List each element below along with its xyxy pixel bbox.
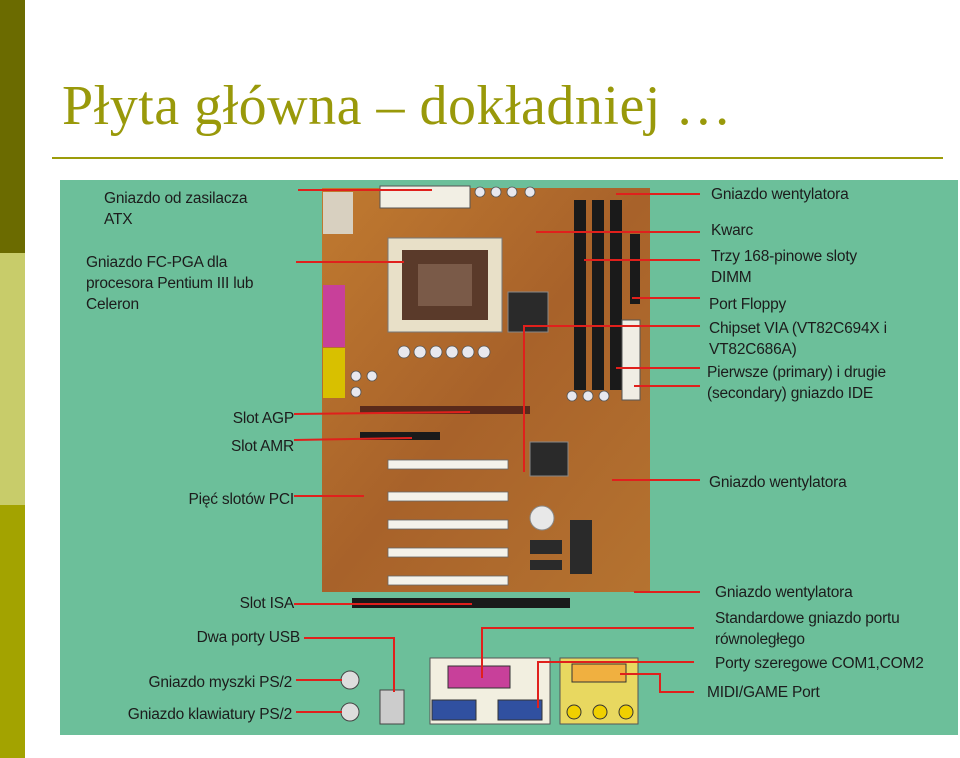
label-line: Chipset VIA (VT82C694X i [709, 320, 887, 337]
label-isa: Slot ISA [210, 593, 295, 614]
label-line: VT82C686A) [709, 341, 797, 358]
pci-slots [387, 459, 509, 586]
sidebar-accent-dark [0, 0, 25, 253]
atx-power-connector [379, 185, 471, 209]
label-line: Slot AMR [230, 438, 294, 455]
slide-title: Płyta główna – dokładniej … [62, 75, 732, 137]
label-line: DIMM [711, 269, 752, 286]
label-quartz: Kwarc [711, 220, 753, 241]
back-panel [340, 657, 639, 725]
label-line: MIDI/GAME Port [707, 684, 820, 701]
label-line: Gniazdo myszki PS/2 [148, 674, 292, 691]
label-fan1: Gniazdo wentylatora [711, 184, 849, 205]
misc-chips [530, 520, 592, 574]
label-line: Pierwsze (primary) i drugie [707, 364, 886, 381]
label-line: Dwa porty USB [196, 629, 301, 646]
ide-connectors [621, 319, 641, 401]
label-dimm: Trzy 168-pinowe sloty DIMM [711, 246, 857, 288]
capacitors [350, 186, 610, 402]
amr-slot [360, 432, 440, 440]
label-ide: Pierwsze (primary) i drugie (secondary) … [707, 362, 886, 404]
label-line: Slot AGP [232, 410, 294, 427]
cmos-battery [529, 505, 555, 531]
agp-slot [360, 406, 530, 414]
title-underline [52, 157, 943, 159]
label-line: (secondary) gniazdo IDE [707, 385, 873, 402]
parallel-port-rear [323, 285, 345, 347]
rear-io-block [323, 192, 353, 234]
label-line: Trzy 168-pinowe sloty [711, 248, 857, 265]
label-usb: Dwa porty USB [160, 627, 301, 648]
label-line: Slot ISA [239, 595, 295, 612]
motherboard-figure: Gniazdo od zasilacza ATX Gniazdo FC-PGA … [60, 180, 958, 735]
label-line: Standardowe gniazdo portu [715, 610, 900, 627]
label-line: Gniazdo od zasilacza [104, 190, 248, 207]
motherboard-diagram [293, 185, 700, 725]
label-agp: Slot AGP [212, 408, 294, 429]
label-line: Gniazdo wentylatora [709, 474, 847, 491]
label-line: Gniazdo klawiatury PS/2 [127, 706, 292, 723]
label-serial: Porty szeregowe COM1,COM2 [715, 653, 924, 674]
label-chipset: Chipset VIA (VT82C694X i VT82C686A) [709, 318, 887, 360]
label-mouse: Gniazdo myszki PS/2 [100, 672, 292, 693]
label-parallel: Standardowe gniazdo portu równoległego [715, 608, 900, 650]
south-bridge-chip [529, 441, 569, 477]
label-line: Pięć slotów PCI [188, 491, 294, 508]
label-pci: Pięć slotów PCI [168, 489, 294, 510]
label-line: równoległego [715, 631, 805, 648]
label-floppy: Port Floppy [709, 294, 786, 315]
label-line: Kwarc [711, 222, 754, 239]
label-line: Gniazdo wentylatora [711, 186, 849, 203]
label-line: ATX [104, 211, 133, 228]
label-midi: MIDI/GAME Port [707, 682, 820, 703]
label-line: Gniazdo wentylatora [715, 584, 853, 601]
label-line: procesora Pentium III lub [86, 275, 254, 292]
sidebar-accent-light [0, 253, 25, 505]
label-line: Gniazdo FC-PGA dla [86, 254, 228, 271]
floppy-connector [630, 234, 640, 304]
label-keyboard: Gniazdo klawiatury PS/2 [80, 704, 292, 725]
label-line: Porty szeregowe COM1,COM2 [715, 655, 924, 672]
sidebar-accent-mid [0, 505, 25, 758]
game-port-rear [323, 348, 345, 398]
label-atx: Gniazdo od zasilacza ATX [104, 188, 248, 230]
label-line: Port Floppy [709, 296, 787, 313]
label-amr: Slot AMR [210, 436, 294, 457]
label-fan3: Gniazdo wentylatora [715, 582, 853, 603]
dimm-slots [574, 200, 622, 390]
label-fcpga: Gniazdo FC-PGA dla procesora Pentium III… [86, 252, 254, 315]
label-line: Celeron [86, 296, 139, 313]
label-fan2: Gniazdo wentylatora [709, 472, 847, 493]
leader-lines [293, 189, 700, 713]
